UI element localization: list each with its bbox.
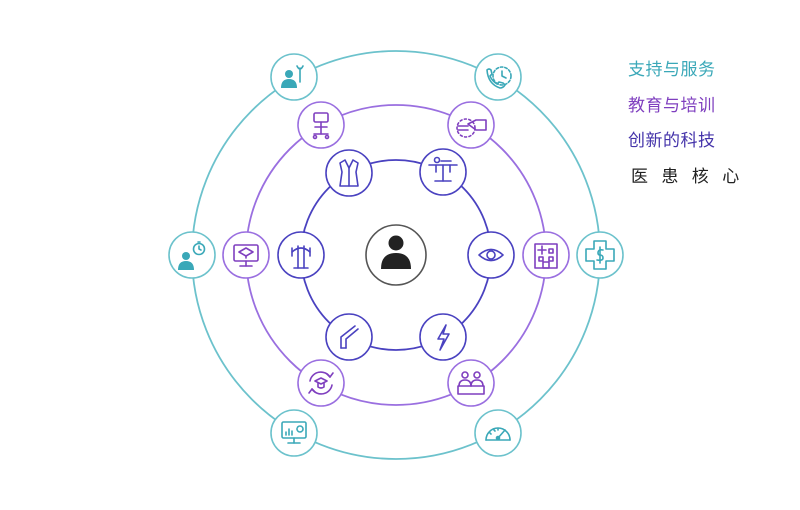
middle-node-team-training[interactable]: [447, 359, 495, 407]
ultrasound-cart-icon: [312, 112, 330, 140]
inner-node-surgical-table[interactable]: [419, 148, 467, 196]
middle-node-stapler[interactable]: [447, 101, 495, 149]
legend-patient-core: 医 患 核 心: [631, 166, 744, 187]
patient-icon: [381, 235, 411, 269]
monitor-training-icon: [233, 244, 259, 267]
stapler-icon: [456, 118, 487, 138]
legend-support-service: 支持与服务: [628, 60, 716, 80]
middle-node-ultrasound-cart[interactable]: [297, 101, 345, 149]
legend: 支持与服务 教育与培训 创新的科技 医 患 核 心: [628, 58, 788, 200]
inner-node-eye[interactable]: [467, 231, 515, 279]
outer-node-gauge[interactable]: [474, 409, 522, 457]
outer-node-phone-clock[interactable]: [474, 53, 522, 101]
middle-node-hospital[interactable]: [522, 231, 570, 279]
education-cycle-icon: [308, 371, 334, 395]
phone-clock-icon: [486, 66, 512, 89]
legend-education-training: 教育与培训: [628, 95, 716, 116]
gauge-icon: [485, 427, 511, 441]
middle-node-education-cycle[interactable]: [297, 359, 345, 407]
inner-node-lightning[interactable]: [419, 313, 467, 361]
health-finance-icon: [585, 240, 615, 270]
inner-node-tower[interactable]: [277, 231, 325, 279]
center-patient-node: [365, 224, 427, 286]
endoscope-icon: [340, 325, 359, 349]
vest-icon: [339, 159, 359, 187]
outer-node-time-person[interactable]: [168, 231, 216, 279]
inner-node-vest[interactable]: [325, 149, 373, 197]
inner-node-endoscope[interactable]: [325, 313, 373, 361]
outer-node-analytics-monitor[interactable]: [270, 409, 318, 457]
time-person-icon: [178, 241, 206, 270]
surgical-table-icon: [428, 156, 458, 182]
eye-icon: [478, 248, 504, 262]
service-person-icon: [281, 65, 304, 88]
hospital-icon: [534, 243, 558, 269]
legend-innovative-technology: 创新的科技: [628, 131, 716, 151]
lightning-icon: [437, 324, 450, 351]
outer-node-health-finance[interactable]: [576, 231, 624, 279]
team-training-icon: [457, 371, 485, 395]
middle-node-monitor-training[interactable]: [222, 231, 270, 279]
tower-icon: [291, 245, 311, 269]
analytics-monitor-icon: [281, 421, 307, 444]
outer-node-service-person[interactable]: [270, 53, 318, 101]
